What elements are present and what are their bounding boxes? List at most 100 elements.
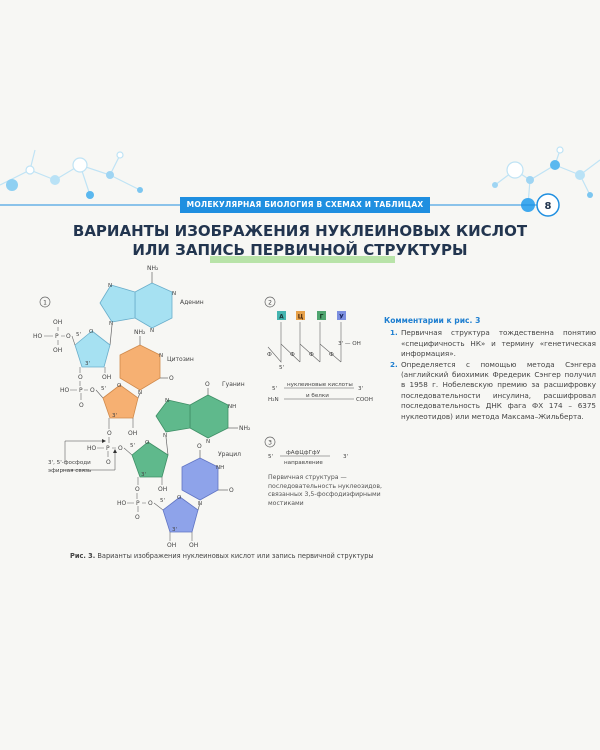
svg-text:O: O <box>118 445 123 452</box>
svg-text:3': 3' <box>112 413 117 419</box>
svg-text:5': 5' <box>76 332 81 338</box>
svg-text:5': 5' <box>101 386 106 392</box>
svg-text:OH: OH <box>128 430 137 437</box>
svg-text:Ц: Ц <box>298 314 304 321</box>
label-guanine: Гуанин <box>222 381 245 388</box>
svg-text:P: P <box>106 445 110 452</box>
figure-2-schematic: 2 А Ц Г У 3' — OH Ф Ф Ф Ф 5' 5' нуклеино… <box>264 296 373 403</box>
svg-text:O: O <box>78 374 83 381</box>
svg-text:NH₂: NH₂ <box>239 425 251 432</box>
title-highlight <box>210 256 395 263</box>
svg-text:HO: HO <box>87 445 97 452</box>
svg-text:COOH: COOH <box>356 397 373 403</box>
svg-text:O: O <box>106 459 111 466</box>
svg-text:O: O <box>66 333 71 340</box>
ribose-1 <box>74 330 111 368</box>
svg-text:O: O <box>145 440 150 446</box>
svg-text:O: O <box>197 443 202 450</box>
svg-text:O: O <box>177 495 182 501</box>
svg-text:O: O <box>79 402 84 409</box>
svg-text:N: N <box>138 390 142 396</box>
svg-text:3: 3 <box>268 440 272 447</box>
svg-text:P: P <box>136 500 140 507</box>
ribose-4 <box>162 496 199 533</box>
svg-text:У: У <box>339 314 344 321</box>
bond-arrows <box>62 440 116 471</box>
svg-text:N: N <box>165 398 169 404</box>
svg-text:O: O <box>89 329 94 335</box>
figure-1-number: 1 <box>43 300 47 307</box>
label-adenine: Аденин <box>180 299 204 306</box>
page-number: 8 <box>545 201 552 212</box>
svg-text:NH₂: NH₂ <box>134 329 146 336</box>
svg-text:HO: HO <box>60 387 70 394</box>
svg-text:HO: HO <box>117 500 127 507</box>
decor-molecule-left <box>0 149 143 199</box>
svg-text:OH: OH <box>53 347 62 354</box>
svg-text:N: N <box>109 321 113 327</box>
svg-text:O: O <box>169 375 174 382</box>
svg-text:5': 5' <box>130 443 135 449</box>
svg-text:N: N <box>108 283 112 289</box>
svg-text:O: O <box>135 486 140 493</box>
base-box-g <box>317 311 326 320</box>
svg-text:O: O <box>148 500 153 507</box>
svg-text:3': 3' <box>343 454 348 460</box>
comment-item: 1.Первичная структура тождественна понят… <box>390 328 596 359</box>
svg-text:OH: OH <box>158 486 167 493</box>
ribose-3 <box>131 441 169 478</box>
svg-text:O: O <box>117 383 122 389</box>
svg-text:и белки: и белки <box>306 393 329 399</box>
label-cytosine: Цитозин <box>167 356 194 363</box>
svg-text:Ф: Ф <box>290 352 295 358</box>
svg-text:N: N <box>159 353 163 359</box>
svg-text:O: O <box>135 514 140 521</box>
bond-label: 3', 5'-фосфоди <box>48 460 91 466</box>
comment-item: 2.Определяется с помощью метода Сэнгера … <box>390 359 596 421</box>
svg-text:эфирная связь: эфирная связь <box>48 468 91 474</box>
svg-text:3': 3' <box>172 527 177 533</box>
svg-text:5': 5' <box>160 498 165 504</box>
uracil-ring <box>181 457 219 501</box>
svg-text:N: N <box>172 291 176 297</box>
svg-text:P: P <box>55 333 59 340</box>
svg-text:5': 5' <box>272 386 277 392</box>
svg-text:А: А <box>279 314 284 321</box>
svg-text:O: O <box>107 430 112 437</box>
guanine-ring-5 <box>155 399 191 433</box>
svg-text:3': 3' <box>85 361 90 367</box>
figure-1-structural: 1 NH₂ N N N N Аденин O 3' OH HO P O 5' O… <box>33 265 251 549</box>
comments-list: 1.Первичная структура тождественна понят… <box>384 328 596 422</box>
page-title-line-2: ИЛИ ЗАПИСЬ ПЕРВИЧНОЙ СТРУКТУРЫ <box>132 241 468 259</box>
svg-text:Г: Г <box>320 314 324 321</box>
svg-text:5': 5' <box>279 365 284 371</box>
svg-text:NH₂: NH₂ <box>147 265 159 272</box>
figure-caption: Рис. 3. Варианты изображения нуклеиновых… <box>70 552 374 560</box>
svg-text:Ф: Ф <box>309 352 314 358</box>
svg-text:OH: OH <box>167 542 176 549</box>
page-title-line-1: ВАРИАНТЫ ИЗОБРАЖЕНИЯ НУКЛЕИНОВЫХ КИСЛОТ <box>72 222 528 240</box>
svg-text:O: O <box>90 387 95 394</box>
svg-text:N: N <box>150 328 154 334</box>
guanine-ring <box>189 394 229 439</box>
comments-block: Комментарии к рис. 3 1.Первичная структу… <box>384 316 596 422</box>
page-number-badge <box>536 193 560 217</box>
figure-3-note: Первичная структура — последовательность… <box>268 474 382 507</box>
base-box-c <box>296 311 305 320</box>
svg-text:H₂N: H₂N <box>268 397 279 403</box>
svg-text:NH: NH <box>216 465 224 471</box>
svg-text:OH: OH <box>53 319 62 326</box>
svg-text:NH: NH <box>228 404 236 410</box>
comments-heading: Комментарии к рис. 3 <box>384 316 481 325</box>
svg-text:OH: OH <box>189 542 198 549</box>
svg-text:Ф: Ф <box>267 352 272 358</box>
svg-text:N: N <box>163 433 167 439</box>
figure-3-notation: 3 5' фАфЦфГфУ 3' направление <box>264 436 348 466</box>
base-box-u <box>337 311 346 320</box>
ribose-2 <box>102 384 139 419</box>
svg-text:5': 5' <box>268 454 273 460</box>
sequence: фАфЦфГфУ <box>286 450 321 456</box>
svg-text:3': 3' <box>141 472 146 478</box>
svg-text:3': 3' <box>358 386 363 392</box>
